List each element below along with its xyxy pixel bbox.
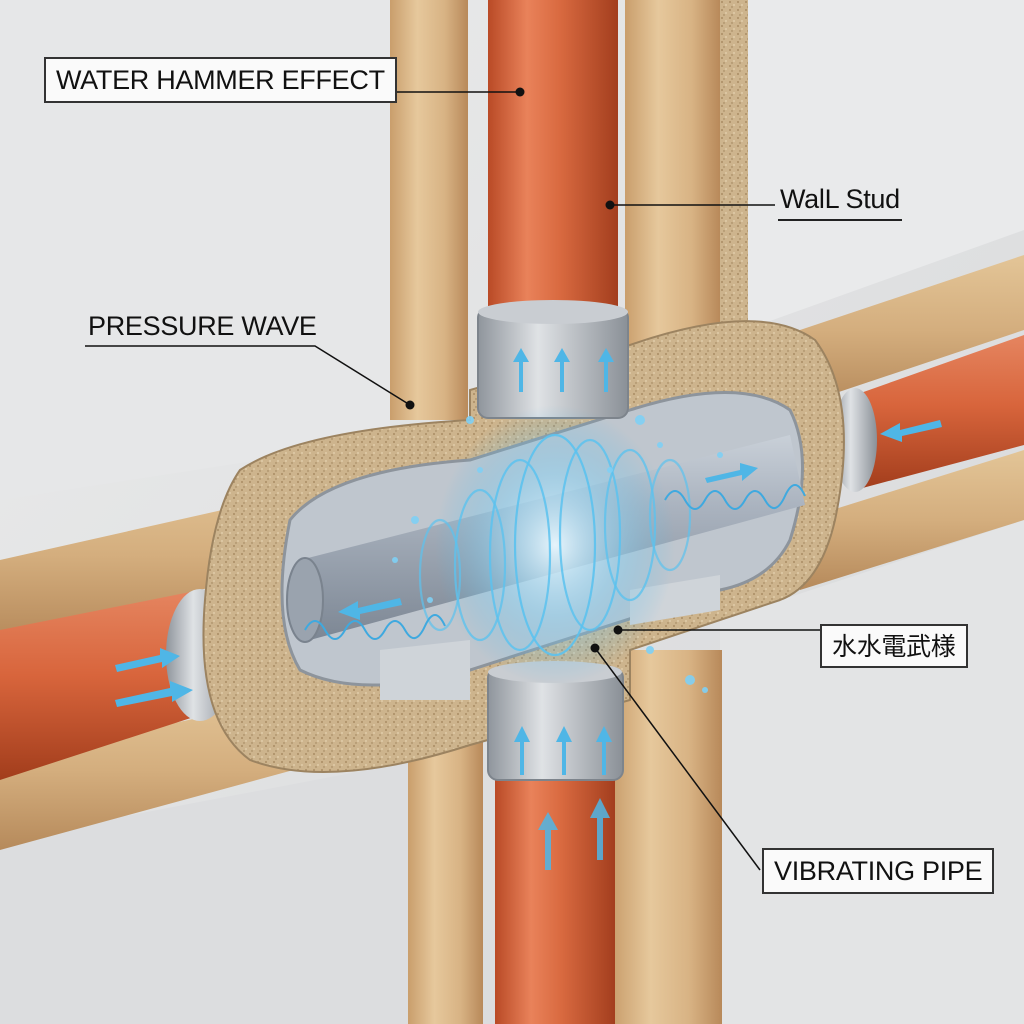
wall-panel-top-right bbox=[745, 0, 1024, 330]
pressure-wave-rings bbox=[418, 433, 692, 657]
splash-icon bbox=[392, 415, 723, 693]
water-burst bbox=[435, 405, 675, 685]
wall-panel-bottom-left bbox=[0, 760, 420, 1024]
foam-strip-right bbox=[720, 0, 748, 330]
vertical-stud-lower-right bbox=[612, 650, 722, 1024]
leader-vibrating-pipe bbox=[594, 647, 761, 871]
leader-pressure-wave bbox=[85, 345, 411, 406]
wall-panel-top-left bbox=[0, 0, 390, 500]
coupling-right bbox=[833, 388, 877, 492]
label-water-hammer-effect: WATER HAMMER EFFECT bbox=[44, 57, 397, 103]
copper-pipe-right bbox=[855, 335, 1024, 490]
label-wall-stud: WalL Stud bbox=[778, 186, 902, 221]
vertical-stud-upper-left bbox=[390, 0, 468, 420]
housing-shelf-left bbox=[380, 640, 470, 700]
arrow-icon bbox=[115, 348, 942, 870]
vertical-stud-lower-left bbox=[408, 740, 483, 1024]
horizontal-stud-right-bottom bbox=[800, 450, 1024, 590]
coupling-top-rim bbox=[478, 300, 628, 324]
horizontal-stud-right-top bbox=[800, 255, 1024, 405]
leader-dots bbox=[405, 87, 623, 653]
label-cjk: 水水電武様 bbox=[820, 624, 968, 668]
label-pressure-wave: PRESSURE WAVE bbox=[88, 311, 317, 341]
pressure-wave-lines bbox=[304, 484, 806, 640]
label-vibrating-pipe: VIBRATING PIPE bbox=[762, 848, 995, 894]
copper-pipe-top bbox=[488, 0, 618, 325]
copper-pipe-left bbox=[0, 590, 200, 780]
vertical-stud-upper-right bbox=[625, 0, 720, 350]
